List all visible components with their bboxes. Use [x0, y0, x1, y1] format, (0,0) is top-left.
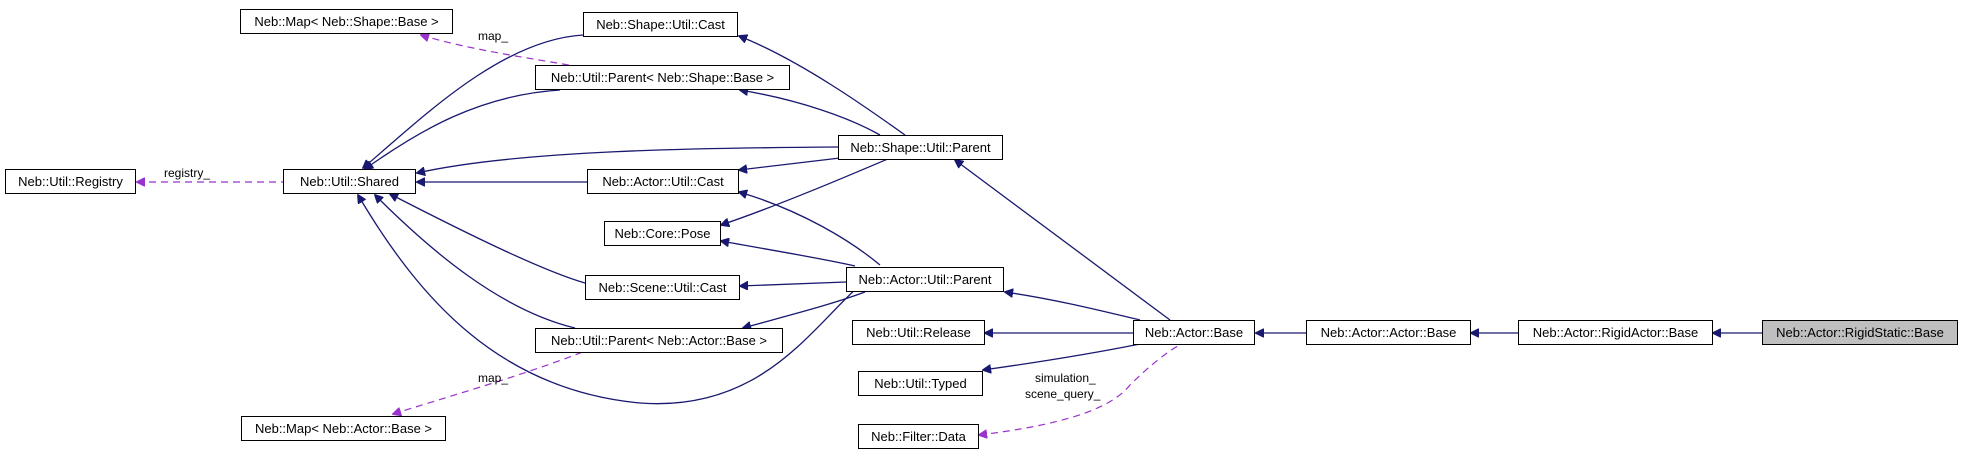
node-shape-util-cast[interactable]: Neb::Shape::Util::Cast	[583, 12, 738, 37]
node-rigidstatic-base[interactable]: Neb::Actor::RigidStatic::Base	[1762, 320, 1958, 345]
node-util-typed[interactable]: Neb::Util::Typed	[858, 371, 983, 396]
edge-shared-util-parent-actor	[375, 195, 576, 329]
node-util-registry[interactable]: Neb::Util::Registry	[5, 169, 136, 194]
edge-shared-shape-util-cast	[363, 34, 584, 168]
node-actor-base[interactable]: Neb::Actor::Base	[1133, 320, 1255, 345]
node-actor-util-cast[interactable]: Neb::Actor::Util::Cast	[587, 169, 739, 194]
node-actor-actor-base[interactable]: Neb::Actor::Actor::Base	[1306, 320, 1471, 345]
edge-shape-util-cast-shape-util-parent	[739, 36, 906, 136]
node-util-shared[interactable]: Neb::Util::Shared	[283, 169, 416, 194]
edge-shared-scene-util-cast	[390, 194, 586, 284]
edge-actor-util-cast-actor-util-parent	[739, 192, 881, 266]
edge-actor-util-parent-actor-base	[1005, 292, 1141, 321]
node-shape-util-parent[interactable]: Neb::Shape::Util::Parent	[838, 135, 1003, 160]
node-map-actor[interactable]: Neb::Map< Neb::Actor::Base >	[241, 416, 446, 441]
node-actor-util-parent[interactable]: Neb::Actor::Util::Parent	[846, 267, 1004, 292]
edge-map-actor-usage	[393, 344, 601, 414]
edge-util-typed-actor-base	[983, 343, 1141, 370]
edge-core-pose-shape-util-parent	[721, 157, 891, 225]
edge-core-pose-actor-util-parent	[721, 241, 856, 267]
edge-shared-actor-util-parent	[358, 195, 859, 405]
edge-filter-data-usage	[979, 345, 1179, 435]
edge-scene-util-cast-actor-util-parent	[740, 282, 847, 286]
node-core-pose[interactable]: Neb::Core::Pose	[604, 221, 721, 246]
node-util-parent-shape[interactable]: Neb::Util::Parent< Neb::Shape::Base >	[535, 65, 790, 90]
edge-label-simulation: simulation_	[1035, 371, 1096, 385]
edge-label-map-shape: map_	[478, 29, 508, 43]
edge-shared-util-parent-shape	[365, 89, 561, 169]
node-filter-data[interactable]: Neb::Filter::Data	[858, 424, 979, 449]
edge-label-registry: registry_	[164, 166, 210, 180]
edge-shared-shape-util-parent	[417, 146, 839, 173]
edge-label-scene-query: scene_query_	[1025, 387, 1101, 401]
node-scene-util-cast[interactable]: Neb::Scene::Util::Cast	[585, 275, 740, 300]
edge-map-shape-usage	[421, 35, 581, 68]
node-map-shape[interactable]: Neb::Map< Neb::Shape::Base >	[240, 9, 453, 34]
node-rigidactor-base[interactable]: Neb::Actor::RigidActor::Base	[1518, 320, 1713, 345]
edge-util-parent-actor-actor-util-parent	[743, 291, 866, 328]
edge-actor-util-cast-shape-util-parent	[739, 157, 841, 170]
edge-shape-util-parent-actor-base	[955, 160, 1171, 321]
edge-label-map-actor: map_	[478, 371, 508, 385]
edge-util-parent-shape-shape-util-parent	[740, 90, 881, 136]
node-util-release[interactable]: Neb::Util::Release	[852, 320, 985, 345]
node-util-parent-actor[interactable]: Neb::Util::Parent< Neb::Actor::Base >	[535, 328, 783, 353]
